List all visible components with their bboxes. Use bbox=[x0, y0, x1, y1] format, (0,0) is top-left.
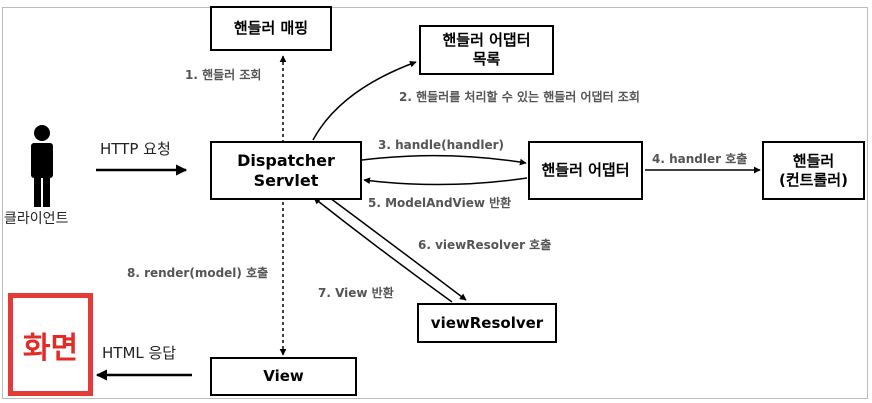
step5-arrow bbox=[363, 177, 528, 186]
handler-mapping-box: 핸들러 매핑 bbox=[210, 6, 332, 51]
step7-arrow bbox=[313, 197, 453, 303]
screen-box: 화면 bbox=[8, 293, 93, 396]
step1-label: 1. 핸들러 조회 bbox=[185, 68, 262, 82]
html-response-label: HTML 응답 bbox=[102, 344, 177, 362]
step6-label: 6. viewResolver 호출 bbox=[418, 238, 552, 252]
handler-adapter-box: 핸들러 어댑터 bbox=[528, 141, 643, 200]
view-label: View bbox=[263, 367, 304, 386]
step3-label: 3. handle(handler) bbox=[378, 138, 505, 152]
step2-label: 2. 핸들러를 처리할 수 있는 핸들러 어댑터 조회 bbox=[399, 90, 640, 104]
view-resolver-box: viewResolver bbox=[417, 303, 557, 343]
step7-label: 7. View 반환 bbox=[318, 286, 394, 300]
step4-label: 4. handler 호출 bbox=[652, 152, 748, 166]
handler-controller-label: 핸들러 (컨트롤러) bbox=[779, 151, 848, 189]
handler-adapter-list-box: 핸들러 어댑터 목록 bbox=[419, 25, 554, 75]
dispatcher-servlet-box: Dispatcher Servlet bbox=[210, 141, 362, 200]
step3-arrow bbox=[361, 154, 527, 166]
step2-arrow bbox=[312, 60, 417, 141]
view-resolver-label: viewResolver bbox=[430, 313, 544, 332]
diagram-frame bbox=[2, 7, 868, 399]
dispatcher-servlet-label: Dispatcher Servlet bbox=[237, 150, 335, 190]
handler-mapping-label: 핸들러 매핑 bbox=[233, 19, 309, 38]
handler-controller-box: 핸들러 (컨트롤러) bbox=[762, 141, 865, 200]
view-box: View bbox=[210, 357, 357, 396]
person-icon bbox=[31, 125, 53, 207]
step6-arrow bbox=[329, 197, 467, 301]
http-request-label: HTTP 요청 bbox=[100, 140, 171, 158]
client-label: 클라이언트 bbox=[4, 211, 69, 227]
handler-adapter-label: 핸들러 어댑터 bbox=[541, 161, 630, 180]
step8-label: 8. render(model) 호출 bbox=[127, 266, 269, 280]
handler-adapter-list-label: 핸들러 어댑터 목록 bbox=[442, 31, 531, 68]
step5-label: 5. ModelAndView 반환 bbox=[368, 196, 512, 210]
screen-label: 화면 bbox=[22, 330, 79, 366]
